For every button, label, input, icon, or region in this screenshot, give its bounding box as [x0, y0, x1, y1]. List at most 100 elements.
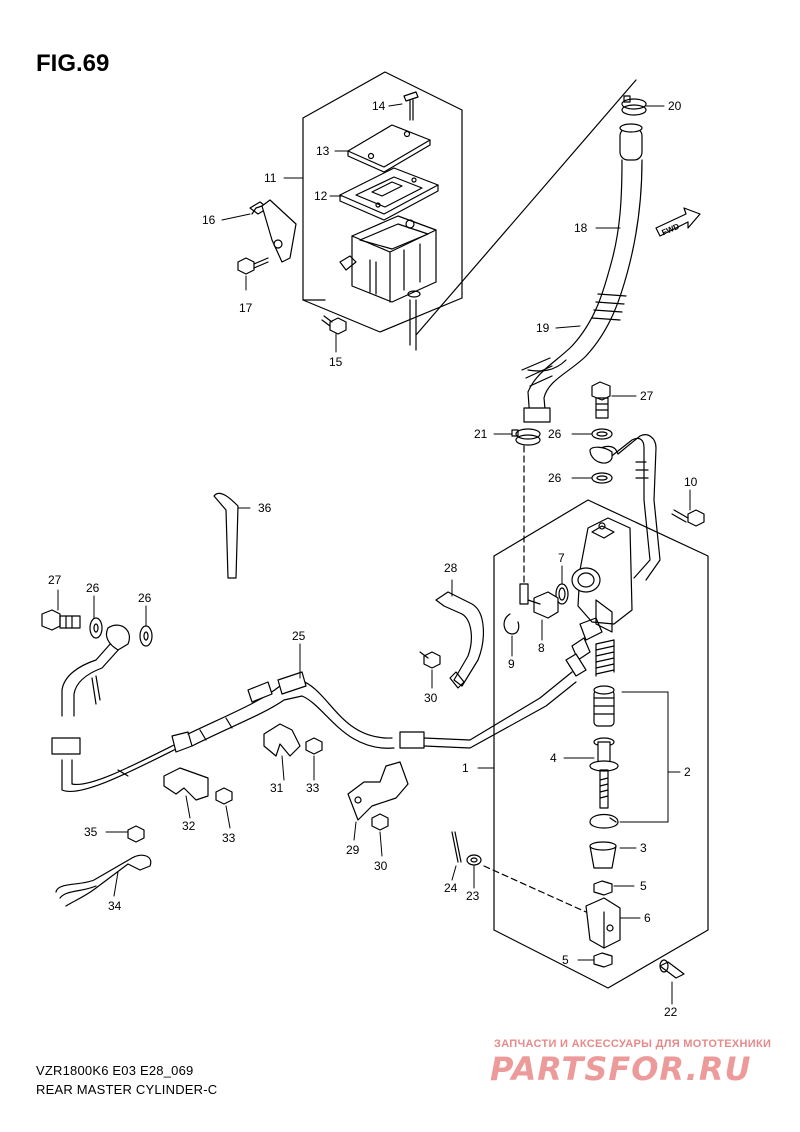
- fwd-arrow-icon: [655, 207, 701, 237]
- part-31-clamp: [263, 723, 301, 757]
- callout-24: 24: [444, 881, 458, 895]
- master-cylinder-spring: [595, 639, 615, 677]
- callout-7: 7: [558, 551, 565, 565]
- part-11-reservoir: [339, 215, 437, 303]
- part-26-washer-mid: [591, 472, 613, 484]
- callout-34: 34: [108, 899, 122, 913]
- callout-32: 32: [182, 819, 196, 833]
- callout-1: 1: [462, 761, 469, 775]
- part-26-washer-top: [591, 428, 613, 440]
- callout-16: 16: [202, 213, 216, 227]
- callout-26-left-b: 26: [138, 591, 152, 605]
- part-30-bolt-lower: [371, 813, 389, 831]
- part-24-cotter-pin: [451, 831, 462, 863]
- callout-33-lower: 33: [222, 831, 236, 845]
- part-3-boot: [589, 841, 617, 869]
- callout-30-lower: 30: [374, 859, 388, 873]
- callout-26-top: 26: [548, 427, 562, 441]
- callout-17: 17: [239, 301, 253, 315]
- footer-model-code: VZR1800K6 E03 E28_069: [36, 1063, 194, 1078]
- callout-21: 21: [474, 427, 488, 441]
- master-cylinder-piston: [593, 685, 615, 727]
- part-18-hose: [523, 123, 643, 423]
- leader-lines: [57, 103, 691, 1005]
- part-14-screw: [403, 91, 419, 121]
- part-6-clevis: [585, 897, 621, 949]
- part-2-circlip: [589, 813, 619, 829]
- callout-4: 4: [550, 751, 557, 765]
- part-23-washer: [466, 854, 482, 866]
- callout-31: 31: [270, 781, 284, 795]
- part-35-bolt: [127, 825, 145, 843]
- fig-title: FIG.69: [36, 50, 110, 77]
- callout-3: 3: [640, 841, 647, 855]
- callout-30-upper: 30: [424, 691, 438, 705]
- callout-5-upper: 5: [640, 879, 647, 893]
- part-20-clamp: [621, 95, 647, 116]
- guide-line-23: [483, 865, 587, 913]
- part-5-nut-lower: [593, 952, 613, 968]
- callout-29: 29: [346, 843, 360, 857]
- part-16-bracket: [249, 199, 297, 263]
- callout-19: 19: [536, 321, 550, 335]
- callout-5-lower: 5: [562, 953, 569, 967]
- callout-25: 25: [292, 629, 306, 643]
- part-12-diaphragm: [339, 167, 439, 221]
- callout-12: 12: [314, 189, 328, 203]
- callout-14: 14: [372, 99, 386, 113]
- part-33-bolt-upper: [305, 737, 323, 755]
- part-33-bolt-lower: [215, 787, 233, 805]
- part-34-wire-clip: [55, 854, 152, 907]
- callout-22: 22: [664, 1005, 678, 1019]
- part-5-nut-upper: [593, 880, 613, 896]
- callout-23: 23: [466, 889, 480, 903]
- part-27-banjo-bolt-left: [41, 609, 81, 631]
- callout-labels: 1 2 3 4 5 5 6 7 8 9 10 11 12 13 14 15 16…: [48, 99, 698, 1019]
- part-29-bracket: [347, 761, 409, 821]
- part-32-clamp: [163, 767, 209, 801]
- part-10-bolt: [671, 509, 705, 527]
- callout-36: 36: [258, 501, 272, 515]
- part-19-hose-sleeve: [521, 293, 627, 387]
- callout-20: 20: [668, 99, 682, 113]
- part-28-bracket: [435, 591, 484, 689]
- footer-part-name: REAR MASTER CYLINDER-C: [36, 1082, 218, 1097]
- callout-15: 15: [329, 355, 343, 369]
- part-4-push-rod: [589, 737, 619, 809]
- callout-27-top: 27: [640, 389, 654, 403]
- watermark-brand: PARTSFOR.RU: [490, 1050, 752, 1088]
- callout-13: 13: [316, 144, 330, 158]
- callout-26-mid: 26: [548, 471, 562, 485]
- callout-18: 18: [574, 221, 588, 235]
- part-21-clamp: [511, 428, 541, 446]
- brake-pipe-upper: [589, 434, 661, 581]
- part-15-bolt: [321, 315, 347, 335]
- callout-27-left: 27: [48, 573, 62, 587]
- callout-2: 2: [684, 765, 691, 779]
- callout-6: 6: [644, 911, 651, 925]
- part-8-connector: [519, 583, 559, 619]
- part-36-cable-tie: [213, 492, 239, 579]
- part-25-brake-hose: [51, 624, 587, 792]
- callout-33-upper: 33: [306, 781, 320, 795]
- callout-11: 11: [264, 171, 277, 185]
- watermark-tagline: ЗАПЧАСТИ И АКСЕССУАРЫ ДЛЯ МОТОТЕХНИКИ: [494, 1038, 772, 1050]
- callout-9: 9: [508, 657, 515, 671]
- part-13-cap-plate: [347, 124, 431, 173]
- part-22-pin: [659, 959, 685, 979]
- part-27-banjo-bolt-top: [591, 381, 611, 419]
- callout-28: 28: [444, 561, 458, 575]
- part-9-circlip: [503, 613, 520, 635]
- part-26-washer-left-b: [139, 625, 153, 647]
- callout-26-left: 26: [86, 581, 100, 595]
- callout-10: 10: [684, 475, 698, 489]
- part-26-washer-left-a: [89, 617, 103, 639]
- part-30-bolt-upper: [419, 651, 441, 669]
- reservoir-frame: [302, 71, 637, 351]
- master-cylinder-frame: [493, 499, 709, 989]
- callout-8: 8: [538, 641, 545, 655]
- part-17-bolt: [237, 257, 269, 275]
- master-cylinder-body: [571, 517, 633, 661]
- callout-35: 35: [84, 825, 98, 839]
